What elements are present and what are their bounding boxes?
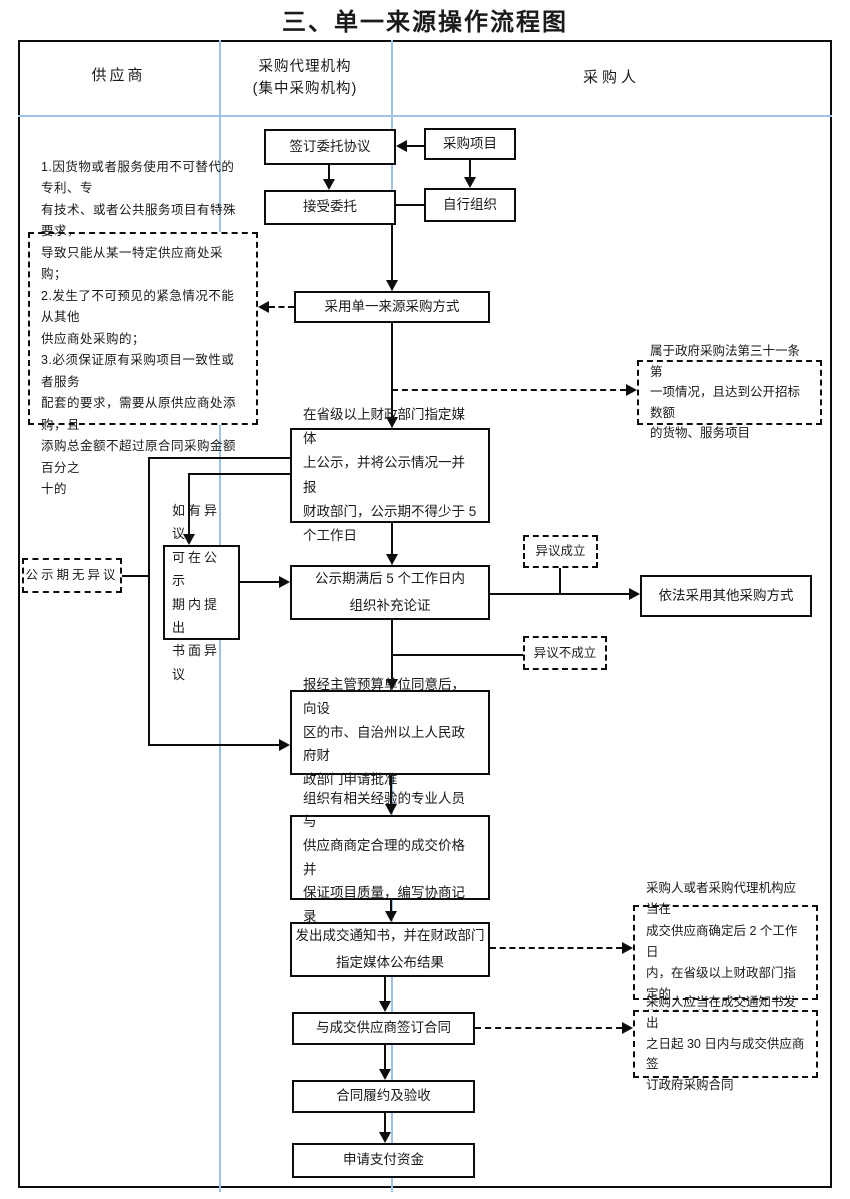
node-procurement-project: 采购项目: [424, 128, 516, 160]
arrow-adopt-to-publicity: [386, 417, 398, 428]
arrow-to-law31: [626, 384, 637, 396]
connector-publicity-to-supplement: [391, 523, 393, 554]
node-self-organize: 自行组织: [424, 188, 516, 222]
arrow-negotiate-to-notice: [385, 911, 397, 922]
arrow-project-to-selforg: [464, 177, 476, 188]
node-apply-approval: 报经主管预算单位同意后，向设 区的市、自治州以上人民政府财 政部门申请批准: [290, 677, 490, 787]
arrow-adopt-to-conditions: [258, 301, 269, 313]
arrow-left-to-approval: [279, 739, 290, 751]
note-contract-deadline: 采购人应当在成交通知书发出 之日起 30 日内与成交供应商签 订政府采购合同: [633, 995, 818, 1092]
lane-label-purchaser: 采购人: [582, 69, 640, 86]
connector-contract-to-fulfilment: [384, 1045, 386, 1069]
arrow-supplement-to-other: [629, 588, 640, 600]
arrow-contract-to-fulfilment: [379, 1069, 391, 1080]
page-title: 三、单一来源操作流程图: [282, 9, 568, 36]
arrow-project-to-sign: [396, 140, 407, 152]
chart-border: [18, 40, 832, 1188]
connector-notice-to-contract: [384, 977, 386, 1001]
arrow-to-adopt: [386, 280, 398, 291]
arrow-approval-to-negotiate: [385, 804, 397, 815]
connector-approval-to-negotiate: [390, 775, 392, 804]
node-objection-note: 如有异议， 可在公示 期内提出 书面异议: [163, 503, 240, 682]
arrow-contract-to-deadline: [622, 1022, 633, 1034]
connector-objection-to-supplement: [240, 581, 279, 583]
connector-publicity-to-objection-v: [188, 473, 190, 534]
connector-fulfilment-to-payment: [384, 1113, 386, 1132]
node-negotiate: 组织有相关经验的专业人员与 供应商商定合理的成交价格并 保证项目质量，编写协商记…: [290, 791, 490, 924]
note-no-objection: 公示期无异议: [22, 558, 122, 593]
lane-header-divider: [18, 115, 832, 117]
node-other-method: 依法采用其他采购方式: [640, 575, 812, 617]
connector-accept-selforg: [396, 204, 424, 206]
connector-objection-invalid: [392, 654, 523, 656]
node-accept-entrustment: 接受委托: [264, 190, 396, 225]
connector-left-vertical: [148, 457, 150, 746]
note-announce-result: 采购人或者采购代理机构应当在 成交供应商确定后 2 个工作日 内，在省级以上财政…: [633, 881, 818, 1023]
node-sign-contract: 与成交供应商签订合同: [292, 1012, 475, 1045]
arrow-fulfilment-to-payment: [379, 1132, 391, 1143]
node-publicity: 在省级以上财政部门指定媒体 上公示，并将公示情况一并报 财政部门，公示期不得少于…: [290, 407, 490, 543]
note-single-source-conditions: 1.因货物或者服务使用不可替代的专利、专 有技术、或者公共服务项目有特殊要求， …: [28, 160, 258, 496]
arrow-notice-to-announce: [622, 942, 633, 954]
arrow-publicity-to-supplement: [386, 554, 398, 565]
note-objection-invalid: 异议不成立: [523, 636, 607, 670]
connector-sign-to-accept: [328, 165, 330, 180]
lane-label-supplier: 供应商: [91, 67, 146, 84]
lane-label-agency: 采购代理机构 (集中采购机构): [252, 59, 358, 98]
node-apply-payment: 申请支付资金: [292, 1143, 475, 1178]
connector-to-law31: [392, 389, 626, 391]
connector-to-adopt: [391, 205, 393, 281]
node-contract-fulfilment: 合同履约及验收: [292, 1080, 475, 1113]
connector-project-to-selforg: [469, 160, 471, 178]
node-sign-agreement: 签订委托协议: [264, 129, 396, 165]
node-adopt-single-source: 采用单一来源采购方式: [294, 291, 490, 323]
node-supplement-demonstration: 公示期满后 5 个工作日内 组织补充论证: [290, 565, 490, 620]
arrow-sign-to-accept: [323, 179, 335, 190]
connector-publicity-left-top: [148, 457, 290, 459]
node-send-notice: 发出成交通知书，并在财政部门 指定媒体公布结果: [290, 922, 490, 977]
arrow-to-objection-note: [183, 534, 195, 545]
connector-negotiate-to-notice: [390, 900, 392, 911]
arrow-supplement-to-approval: [386, 679, 398, 690]
connector-objection-valid: [559, 568, 561, 595]
connector-supplement-to-approval: [391, 620, 393, 679]
connector-noobjection: [122, 575, 149, 577]
connector-adopt-to-publicity: [391, 323, 393, 418]
connector-left-to-approval: [148, 744, 279, 746]
connector-project-to-sign: [407, 145, 424, 147]
note-law-article31: 属于政府采购法第三十一条第 一项情况，且达到公开招标数额 的货物、服务项目: [637, 344, 822, 440]
connector-adopt-to-conditions: [269, 306, 294, 308]
note-objection-valid: 异议成立: [523, 535, 598, 568]
arrow-notice-to-contract: [379, 1001, 391, 1012]
connector-notice-to-announce: [490, 947, 622, 949]
arrow-objection-to-supplement: [279, 576, 290, 588]
connector-contract-to-deadline: [475, 1027, 622, 1029]
connector-publicity-to-objection-h: [188, 473, 290, 475]
